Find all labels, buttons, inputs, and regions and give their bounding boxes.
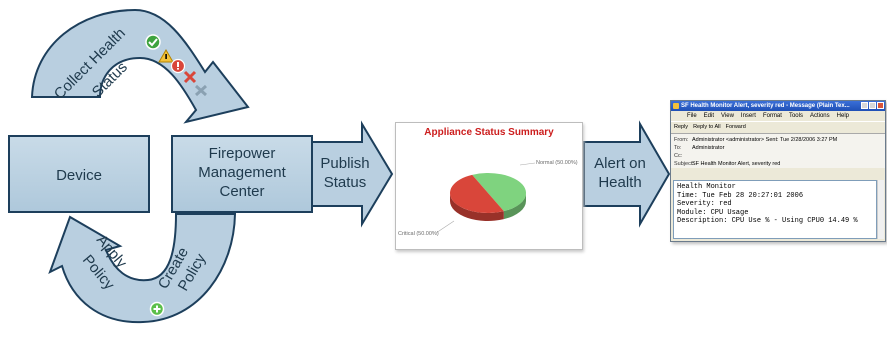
cc-label: Cc:: [674, 153, 683, 159]
device-label: Device: [56, 167, 102, 184]
email-headers: From:Administrator <administrator> Sent:…: [671, 134, 885, 168]
alert-on-health-arrow: [583, 120, 671, 228]
forward-button[interactable]: Forward: [725, 124, 746, 130]
email-body-line: Severity: red: [677, 200, 732, 208]
firepower-management-center-box: [171, 135, 313, 213]
email-alert-window: SF Health Monitor Alert, severity red - …: [670, 100, 886, 242]
pie-chart: [435, 162, 536, 234]
menu-insert[interactable]: Insert: [740, 113, 756, 119]
close-button[interactable]: [877, 102, 884, 109]
email-body-line: Health Monitor: [677, 183, 736, 191]
email-titlebar: SF Health Monitor Alert, severity red - …: [671, 101, 885, 111]
pie-slice-normal: [472, 173, 526, 212]
publish-arrow-label-line1: Publish: [320, 155, 369, 172]
email-menubar: File Edit View Insert Format Tools Actio…: [671, 111, 885, 121]
warning-triangle-icon: [158, 49, 174, 63]
red-x-icon: [183, 70, 197, 84]
menu-file[interactable]: File: [687, 113, 697, 119]
gray-x-icon: [194, 84, 208, 97]
pie-side-normal: [503, 193, 526, 220]
email-window-title: SF Health Monitor Alert, severity red - …: [681, 103, 850, 109]
email-scrollbar[interactable]: [877, 180, 884, 239]
leader-line-normal: [519, 162, 536, 166]
publish-arrow-label-line2: Status: [324, 174, 367, 191]
pie-label-critical: Critical (50.00%): [398, 231, 439, 237]
chart-title: Appliance Status Summary: [424, 127, 554, 138]
menu-edit[interactable]: Edit: [703, 113, 715, 119]
menu-view[interactable]: View: [721, 113, 734, 119]
fmc-label-line2: Management: [198, 164, 286, 181]
menu-tools[interactable]: Tools: [788, 113, 803, 119]
alert-arrow-label-line2: Health: [598, 174, 641, 191]
plus-circle-icon: [149, 301, 165, 317]
envelope-icon: [673, 103, 679, 109]
email-toolbar: Reply Reply to All Forward: [671, 121, 885, 134]
leader-line-critical: [435, 220, 455, 234]
maximize-button[interactable]: [869, 102, 876, 109]
alert-arrow-label-line1: Alert on: [594, 155, 646, 172]
appliance-status-chart: Appliance Status Summary Normal (50.00%)…: [395, 122, 583, 250]
to-value: Administrator: [692, 145, 725, 151]
pie-slice-critical: [450, 174, 504, 213]
collect-health-status-arrow: [30, 8, 250, 124]
pie-side-critical: [450, 193, 504, 221]
pie-label-normal: Normal (50.00%): [536, 160, 578, 166]
check-circle-icon: [145, 34, 161, 50]
device-box: [8, 135, 150, 213]
error-circle-icon: [170, 58, 186, 74]
from-label: From:: [674, 137, 689, 143]
reply-all-button[interactable]: Reply to All: [693, 124, 721, 130]
fmc-label-line3: Center: [219, 183, 264, 200]
to-label: To:: [674, 145, 682, 151]
menu-help[interactable]: Help: [836, 113, 849, 119]
email-body-line: Module: CPU Usage: [677, 208, 749, 217]
menu-actions[interactable]: Actions: [809, 113, 830, 119]
from-value: Administrator <administrator> Sent: Tue …: [692, 137, 838, 143]
email-body-line: Time: Tue Feb 28 20:27:01 2006: [677, 191, 804, 200]
minimize-button[interactable]: [861, 102, 868, 109]
email-body-line: Description: CPU Use % - Using CPU0 14.4…: [677, 217, 858, 225]
publish-status-arrow: [311, 120, 394, 228]
fmc-label-line1: Firepower: [209, 145, 276, 162]
reply-button[interactable]: Reply: [674, 124, 689, 130]
subject-value: SF Health Monitor Alert, severity red: [692, 161, 781, 167]
subject-label: Subject:: [674, 161, 694, 167]
menu-format[interactable]: Format: [762, 113, 782, 119]
create-apply-policy-arrow: [48, 213, 237, 324]
